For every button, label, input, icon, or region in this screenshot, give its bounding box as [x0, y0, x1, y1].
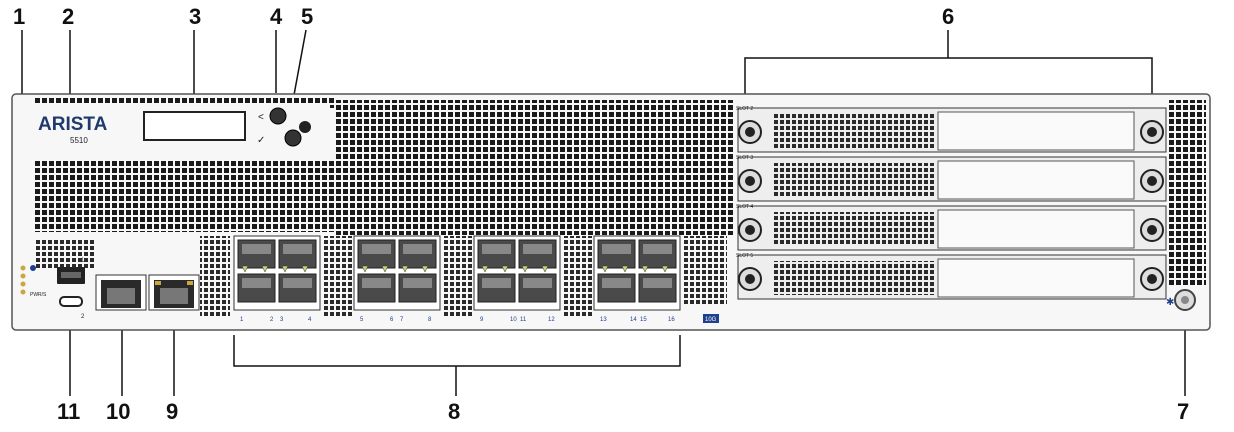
port-label: 4: [308, 317, 312, 323]
port-label: 14: [630, 317, 637, 323]
port-label: 9: [480, 317, 484, 323]
port-label: 7: [400, 317, 404, 323]
slot-label: SLOT 5: [736, 253, 753, 259]
right-vent-grille: [1168, 100, 1206, 285]
svg-text:<: <: [258, 112, 264, 123]
callout-1: 1: [13, 4, 26, 29]
top-vent-grille: [335, 100, 735, 235]
usb-label-1: 1: [81, 258, 85, 264]
svg-text:✱: ✱: [1166, 297, 1174, 308]
expansion-slot-3[interactable]: SLOT 3: [736, 155, 1167, 202]
left-top-vent: [35, 98, 335, 108]
port-label: 11: [520, 317, 527, 323]
callout-4: 4: [270, 4, 283, 29]
usb-label-2: 2: [81, 314, 85, 320]
back-button-circle: [269, 107, 287, 125]
port-label: 15: [640, 317, 647, 323]
port-label: 3: [280, 317, 284, 323]
svg-text:✓: ✓: [257, 135, 265, 146]
pwr-led-label: PWR/S: [30, 292, 47, 298]
port-label: 1: [240, 317, 244, 323]
callout-10: 10: [106, 399, 131, 424]
speed-badge-label: 10G: [705, 317, 717, 323]
callout-9: 9: [166, 399, 179, 424]
status-leds: PWR/S: [20, 265, 47, 298]
port-label: 10: [510, 317, 517, 323]
callout-7: 7: [1177, 399, 1190, 424]
port-label: 6: [390, 317, 394, 323]
lcd-display: [143, 111, 246, 141]
port-label: 2: [270, 317, 274, 323]
expansion-slot-2[interactable]: SLOT 2: [736, 106, 1167, 153]
port-label: 5: [360, 317, 364, 323]
expansion-slots: SLOT 2 SLOT 3 SLOT 4 SLOT 5: [736, 106, 1167, 300]
indicator-dot: [299, 121, 311, 133]
slot-label: SLOT 2: [736, 106, 753, 112]
port-label: 12: [548, 317, 555, 323]
callout-5: 5: [301, 4, 314, 29]
callout-6: 6: [942, 4, 955, 29]
select-button-circle: [284, 129, 302, 147]
left-vent-grille: [35, 160, 335, 232]
slot-label: SLOT 4: [736, 204, 753, 210]
callout-8: 8: [448, 399, 461, 424]
callout-3: 3: [189, 4, 202, 29]
brand-logo: ARISTA: [38, 114, 108, 135]
port-label: 16: [668, 317, 675, 323]
port-label: 13: [600, 317, 607, 323]
model-number: 5510: [70, 136, 88, 145]
callout-11: 11: [57, 399, 81, 424]
expansion-slot-5[interactable]: SLOT 5: [736, 253, 1167, 300]
expansion-slot-4[interactable]: SLOT 4: [736, 204, 1167, 251]
usb-port-2: [59, 296, 83, 307]
speed-badge: [703, 314, 719, 323]
callout-2: 2: [62, 4, 75, 29]
slot-label: SLOT 3: [736, 155, 753, 161]
port-label: 8: [428, 317, 432, 323]
